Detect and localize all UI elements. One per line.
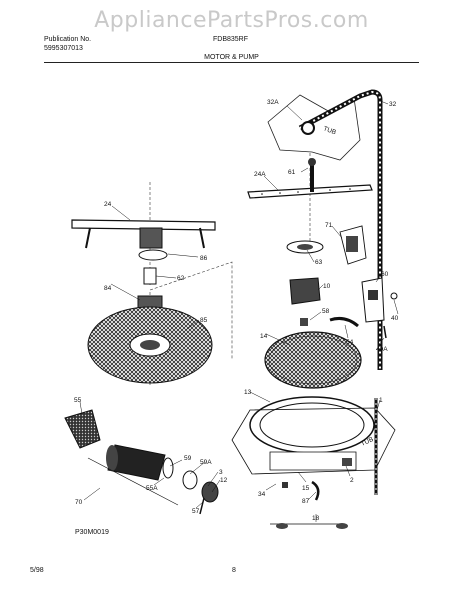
callout-24: 24	[104, 201, 112, 208]
callout-12: 12	[220, 477, 228, 484]
publication-label: Publication No.	[44, 36, 92, 43]
callout-71: 71	[325, 222, 333, 229]
callout-61: 61	[288, 169, 296, 176]
publication-block: Publication No. 5995307013	[44, 35, 91, 53]
callout-32A: 32A	[267, 99, 279, 106]
callout-1: 1	[379, 397, 383, 404]
callout-40: 40	[391, 315, 399, 322]
filter-assembly	[87, 295, 213, 384]
tub-label-lower: TUB	[360, 436, 375, 448]
callout-70: 70	[75, 499, 83, 506]
callout-62: 62	[177, 275, 185, 282]
callout-2: 2	[350, 477, 354, 484]
callout-85: 85	[200, 317, 208, 324]
callout-40A: 40A	[376, 346, 388, 353]
model-number: FDB835RF	[213, 36, 249, 43]
tub-label-upper: TUB	[322, 125, 337, 136]
part-callouts: 32A 32 61 24A 24 71 86 63 62 60 84 10 40…	[74, 99, 399, 522]
side-fittings	[329, 277, 398, 339]
callout-87: 87	[302, 498, 310, 505]
watermark: AppliancePartsPros.com	[94, 8, 369, 33]
callout-15: 15	[302, 485, 310, 492]
parts-86-62	[138, 249, 168, 285]
callout-59A: 59A	[200, 459, 212, 466]
callout-63: 63	[315, 259, 323, 266]
callout-86: 86	[200, 255, 208, 262]
callout-18: 18	[312, 515, 320, 522]
middle-spray-arm	[247, 158, 373, 199]
motor-assembly	[64, 409, 219, 515]
callout-3: 3	[219, 469, 223, 476]
part-71-bracket	[339, 225, 367, 265]
section-title: MOTOR & PUMP	[204, 54, 259, 61]
drawing-code: P30M0019	[75, 529, 109, 536]
fine-filter-14	[264, 331, 362, 389]
footer-date: 5/98	[30, 567, 44, 574]
callout-32: 32	[389, 101, 397, 108]
callout-34: 34	[258, 491, 266, 498]
lower-fittings	[270, 458, 352, 529]
pump-center-column	[286, 240, 324, 326]
callout-59: 59	[184, 455, 192, 462]
callout-14: 14	[260, 333, 268, 340]
callout-54: 54	[346, 339, 354, 346]
callout-55: 55	[74, 397, 82, 404]
callout-57: 57	[192, 508, 200, 515]
callout-60: 60	[381, 271, 389, 278]
upper-wash-tube: TUB	[267, 89, 383, 370]
leader-lines	[79, 99, 399, 522]
callout-55A: 55A	[146, 485, 158, 492]
callout-10: 10	[323, 283, 331, 290]
page-number: 8	[232, 567, 236, 574]
lower-spray-arm	[71, 219, 216, 249]
callout-13: 13	[244, 389, 252, 396]
callout-84: 84	[104, 285, 112, 292]
callout-24A: 24A	[254, 171, 266, 178]
header-rule	[44, 62, 419, 63]
publication-number: 5995307013	[44, 45, 83, 52]
callout-58: 58	[322, 308, 330, 315]
sump-assembly: TUB	[231, 396, 396, 495]
